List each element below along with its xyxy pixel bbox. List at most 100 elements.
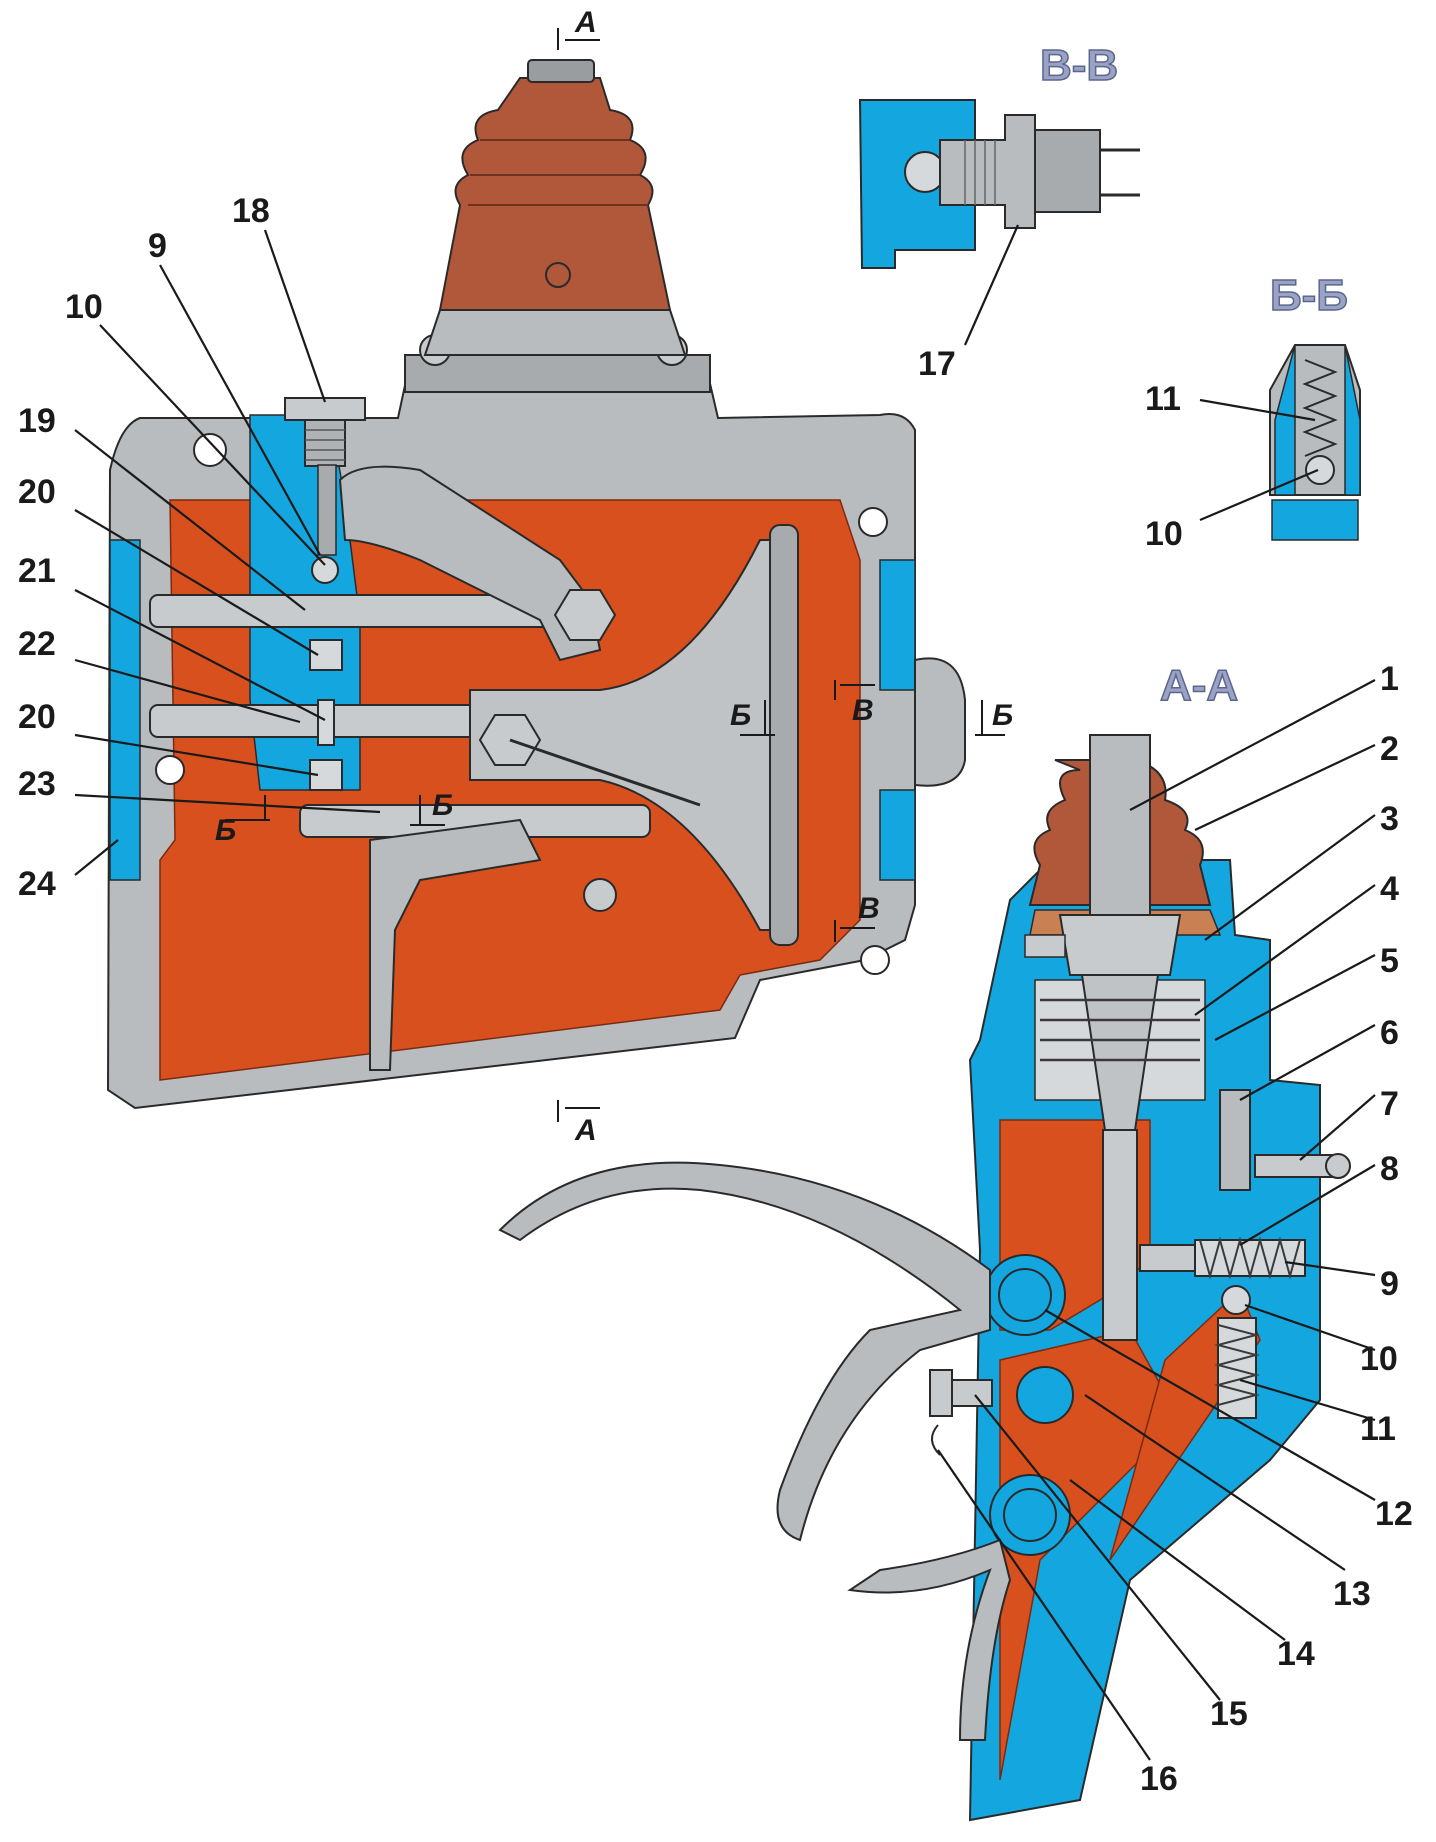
- leader: [74, 793, 381, 814]
- callout-aa-4: 4: [1380, 870, 1399, 908]
- fork-lever-lower: [369, 818, 542, 1071]
- callout-aa-9: 9: [1380, 1265, 1399, 1303]
- section-title-vv: В-В: [1040, 41, 1118, 90]
- leader: [1239, 1378, 1376, 1422]
- callout-aa-2: 2: [1380, 730, 1399, 768]
- mount-hole: [858, 507, 888, 537]
- bolt-shank-18: [304, 419, 346, 467]
- callout-17: 17: [918, 345, 956, 383]
- leader: [1199, 468, 1319, 522]
- mark-a-bottom: А: [574, 1114, 597, 1147]
- callout-22: 22: [18, 625, 56, 663]
- mark-b-right: Б: [992, 699, 1013, 732]
- section-title-aa: А-А: [1160, 661, 1238, 710]
- leader: [1214, 954, 1376, 1041]
- leader: [99, 324, 326, 566]
- mark-a-top: А: [574, 6, 597, 39]
- mark-v-upper: В: [852, 694, 874, 727]
- section-aa-view: [498, 734, 1351, 1822]
- rubber-boot: [438, 77, 672, 311]
- detent-ball: [311, 556, 339, 584]
- bolt-thread: [305, 429, 345, 461]
- callouts-main: 18 9 10 19 20 21 22 20 23 24: [18, 192, 270, 903]
- detent-spring-column: [317, 464, 337, 556]
- callout-aa-8: 8: [1380, 1150, 1399, 1188]
- callout-21: 21: [18, 552, 56, 590]
- aa-lever-tip: [1102, 1129, 1138, 1341]
- leader: [974, 1394, 1221, 1701]
- leader: [963, 224, 1020, 346]
- boot-hole: [545, 262, 571, 288]
- callout-9: 9: [148, 227, 167, 265]
- callout-aa-14: 14: [1277, 1635, 1315, 1673]
- aa-rail-12-bore: [998, 1268, 1052, 1322]
- interlock-plunger: [309, 639, 343, 671]
- aa-rail-lower-bore: [1003, 1488, 1057, 1542]
- leader-lines: [74, 224, 1376, 1761]
- callout-10: 10: [65, 288, 103, 326]
- selector-link-rod: [509, 738, 701, 807]
- callout-aa-1: 1: [1380, 660, 1399, 698]
- interlock-plunger: [309, 759, 343, 791]
- callouts-bb: 11 10: [1145, 380, 1183, 553]
- leader: [1299, 1094, 1376, 1161]
- fork-lever-upper: [338, 465, 602, 662]
- aa-shift-fork-lower: [847, 1538, 1012, 1741]
- bb-section-cut: [1344, 344, 1361, 496]
- callout-aa-5: 5: [1380, 942, 1399, 980]
- callout-20: 20: [18, 473, 56, 511]
- leader: [1194, 884, 1376, 1016]
- mount-hole: [860, 945, 890, 975]
- leader: [1239, 1164, 1376, 1246]
- leader: [74, 733, 319, 777]
- mount-hole: [155, 755, 185, 785]
- leader: [1084, 1394, 1346, 1571]
- callout-aa-12: 12: [1375, 1495, 1413, 1533]
- leader: [74, 509, 319, 656]
- right-wall-section-upper: [879, 559, 916, 691]
- callout-24: 24: [18, 865, 56, 903]
- aa-spring-9-coils: [1199, 1236, 1301, 1280]
- leader: [1204, 814, 1376, 941]
- callout-aa-16: 16: [1140, 1760, 1178, 1798]
- callout-aa-3: 3: [1380, 800, 1399, 838]
- right-wall-section-lower: [879, 789, 916, 881]
- leader: [159, 264, 321, 556]
- boot-base: [423, 309, 687, 356]
- lever-nut: [553, 589, 617, 641]
- aa-plunger-8: [1139, 1244, 1196, 1272]
- leader: [1284, 1260, 1376, 1277]
- callout-aa-11: 11: [1360, 1410, 1396, 1448]
- callout-aa-13: 13: [1333, 1575, 1371, 1613]
- leader: [1194, 744, 1376, 831]
- callout-aa-7: 7: [1380, 1085, 1399, 1123]
- vv-thread: [964, 140, 996, 205]
- mark-b-left: Б: [215, 814, 236, 847]
- leader: [74, 589, 326, 721]
- mount-hole: [193, 433, 227, 467]
- leader: [1044, 1309, 1376, 1501]
- bb-section-cut: [1274, 344, 1296, 496]
- mark-v-lower: В: [858, 892, 880, 925]
- section-title-bb: Б-Б: [1270, 271, 1348, 320]
- vv-switch-cap: [1034, 129, 1101, 213]
- callout-aa-15: 15: [1210, 1695, 1248, 1733]
- callouts-vv: 17: [918, 345, 956, 383]
- leader: [937, 1449, 1151, 1761]
- section-vv-view: [858, 99, 1140, 269]
- leader: [1129, 679, 1376, 811]
- aa-rail-mid: [1016, 1366, 1074, 1424]
- callout-18: 18: [232, 192, 270, 230]
- callout-aa-10: 10: [1360, 1340, 1398, 1378]
- mark-b-center: Б: [432, 789, 453, 822]
- aa-lock-wire-16: [931, 1424, 941, 1456]
- callout-aa-6: 6: [1380, 1014, 1399, 1052]
- leader: [1199, 398, 1316, 422]
- bb-ball: [1305, 455, 1335, 485]
- aa-spring-4: [1040, 998, 1200, 1062]
- leader: [74, 839, 119, 876]
- bb-spring: [1302, 359, 1338, 457]
- left-wall-section: [109, 539, 141, 881]
- callout-19: 19: [18, 402, 56, 440]
